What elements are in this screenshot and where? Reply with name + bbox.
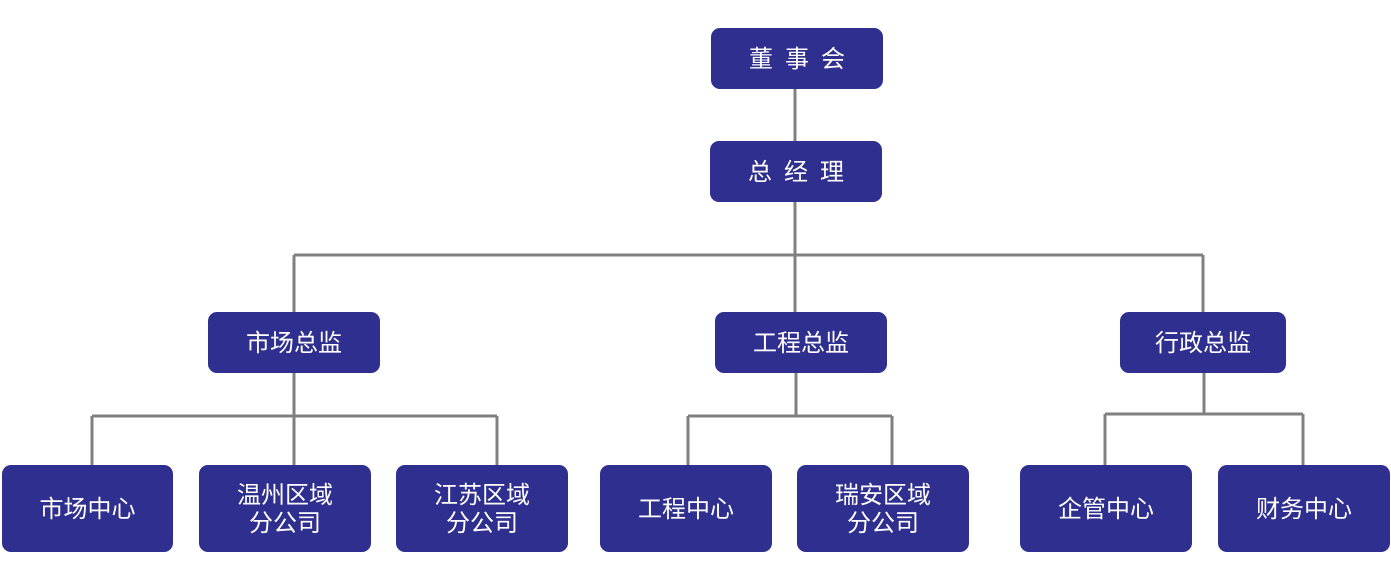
unit-node-finance-center: 财务中心 [1218,465,1390,552]
unit-label: 瑞安区域 分公司 [835,480,931,537]
director-node-engineering: 工程总监 [715,312,887,373]
unit-node-management-center: 企管中心 [1020,465,1192,552]
unit-node-market-center: 市场中心 [2,465,173,552]
director-label: 工程总监 [753,328,849,357]
director-label: 行政总监 [1155,328,1251,357]
unit-node-wenzhou-branch: 温州区域 分公司 [199,465,371,552]
board-label: 董事会 [749,44,857,73]
unit-node-jiangsu-branch: 江苏区域 分公司 [396,465,568,552]
director-label: 市场总监 [246,328,342,357]
board-node: 董事会 [711,28,883,89]
unit-label: 财务中心 [1256,494,1352,523]
unit-label: 温州区域 分公司 [237,480,333,537]
unit-node-ruian-branch: 瑞安区域 分公司 [797,465,969,552]
general-manager-label: 总经理 [748,157,856,186]
unit-label: 江苏区域 分公司 [434,480,530,537]
unit-label: 企管中心 [1058,494,1154,523]
general-manager-node: 总经理 [710,141,882,202]
unit-node-engineering-center: 工程中心 [600,465,772,552]
unit-label: 工程中心 [638,494,734,523]
director-node-market: 市场总监 [208,312,380,373]
unit-label: 市场中心 [39,494,136,523]
director-node-admin: 行政总监 [1120,312,1286,373]
